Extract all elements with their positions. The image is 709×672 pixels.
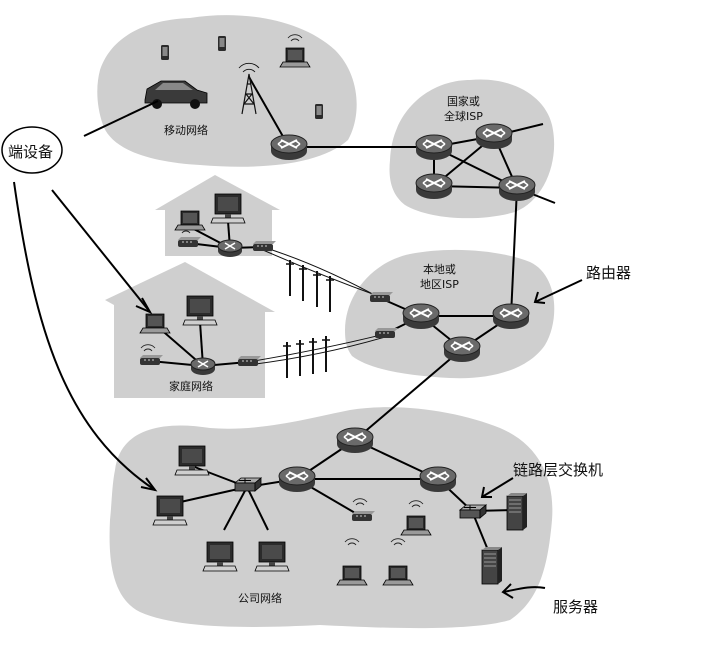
server-label: 服务器 <box>553 598 599 616</box>
home-router-icon <box>217 239 243 258</box>
desktop-icon <box>152 495 188 526</box>
wifi-base-station-icon <box>177 236 202 248</box>
server-icon <box>481 546 503 585</box>
switch-label: 链路层交换机 <box>513 461 604 479</box>
mobile-network-cloud <box>97 15 357 167</box>
regional-isp-label-line1: 本地或 <box>422 263 456 276</box>
phone-icon <box>315 104 323 119</box>
utility-pole-icon <box>321 335 331 373</box>
switch-icon <box>234 477 262 492</box>
enterprise-network-cloud <box>109 407 553 629</box>
cable-lines <box>247 246 386 366</box>
car-icon <box>144 80 208 109</box>
home-house-top <box>155 175 280 256</box>
isp-modem-icon <box>374 327 399 339</box>
mobile-network-label: 移动网络 <box>164 124 208 137</box>
home-network-label: 家庭网络 <box>169 380 213 393</box>
wifi-base-station-icon <box>351 510 376 522</box>
global-isp-router-icon <box>415 134 453 161</box>
isp-modem-icon <box>369 291 394 303</box>
utility-pole-icon <box>308 337 318 375</box>
global-isp-router-icon <box>475 123 513 150</box>
home-modem-icon <box>237 355 262 367</box>
global-isp-router-icon <box>498 175 536 202</box>
home-router-icon <box>190 357 216 376</box>
utility-pole-icon <box>325 275 335 313</box>
desktop-icon <box>202 541 238 572</box>
regional-isp-label-line2: 地区ISP <box>420 278 459 291</box>
regional-isp-router-icon <box>443 336 481 363</box>
enterprise-network-label: 公司网络 <box>238 592 282 605</box>
phone-icon <box>218 36 226 51</box>
utility-pole-icon <box>298 264 308 302</box>
phone-icon <box>161 45 169 60</box>
regional-isp-router-icon <box>492 303 530 330</box>
switch-icon <box>459 504 487 519</box>
mobile-edge-router-icon <box>270 134 308 161</box>
server-icon <box>506 492 528 531</box>
desktop-icon <box>174 445 210 476</box>
end-devices-label: 端设备 <box>8 143 54 161</box>
enterprise-router-icon <box>336 427 374 454</box>
home-modem-icon <box>252 240 277 252</box>
wifi-base-station-icon <box>139 354 164 366</box>
end-devices-ellipse <box>1 126 63 174</box>
global-isp-router-icon <box>415 173 453 200</box>
enterprise-router-icon <box>278 466 316 493</box>
enterprise-router-icon <box>419 466 457 493</box>
global-isp-label-line1: 国家或 <box>446 95 480 108</box>
regional-isp-label: 本地或 地区ISP <box>420 262 459 292</box>
regional-isp-cloud <box>345 249 555 379</box>
global-isp-label-line2: 全球ISP <box>444 110 483 123</box>
router-label: 路由器 <box>586 264 632 282</box>
annotation-arrows <box>13 100 583 599</box>
cell-tower-icon <box>238 62 260 115</box>
desktop-icon <box>210 193 246 224</box>
utility-pole-icon <box>312 270 322 308</box>
desktop-icon <box>182 295 218 326</box>
desktop-icon <box>254 541 290 572</box>
utility-pole-icon <box>285 259 295 297</box>
global-isp-label: 国家或 全球ISP <box>444 94 483 124</box>
regional-isp-router-icon <box>402 303 440 330</box>
